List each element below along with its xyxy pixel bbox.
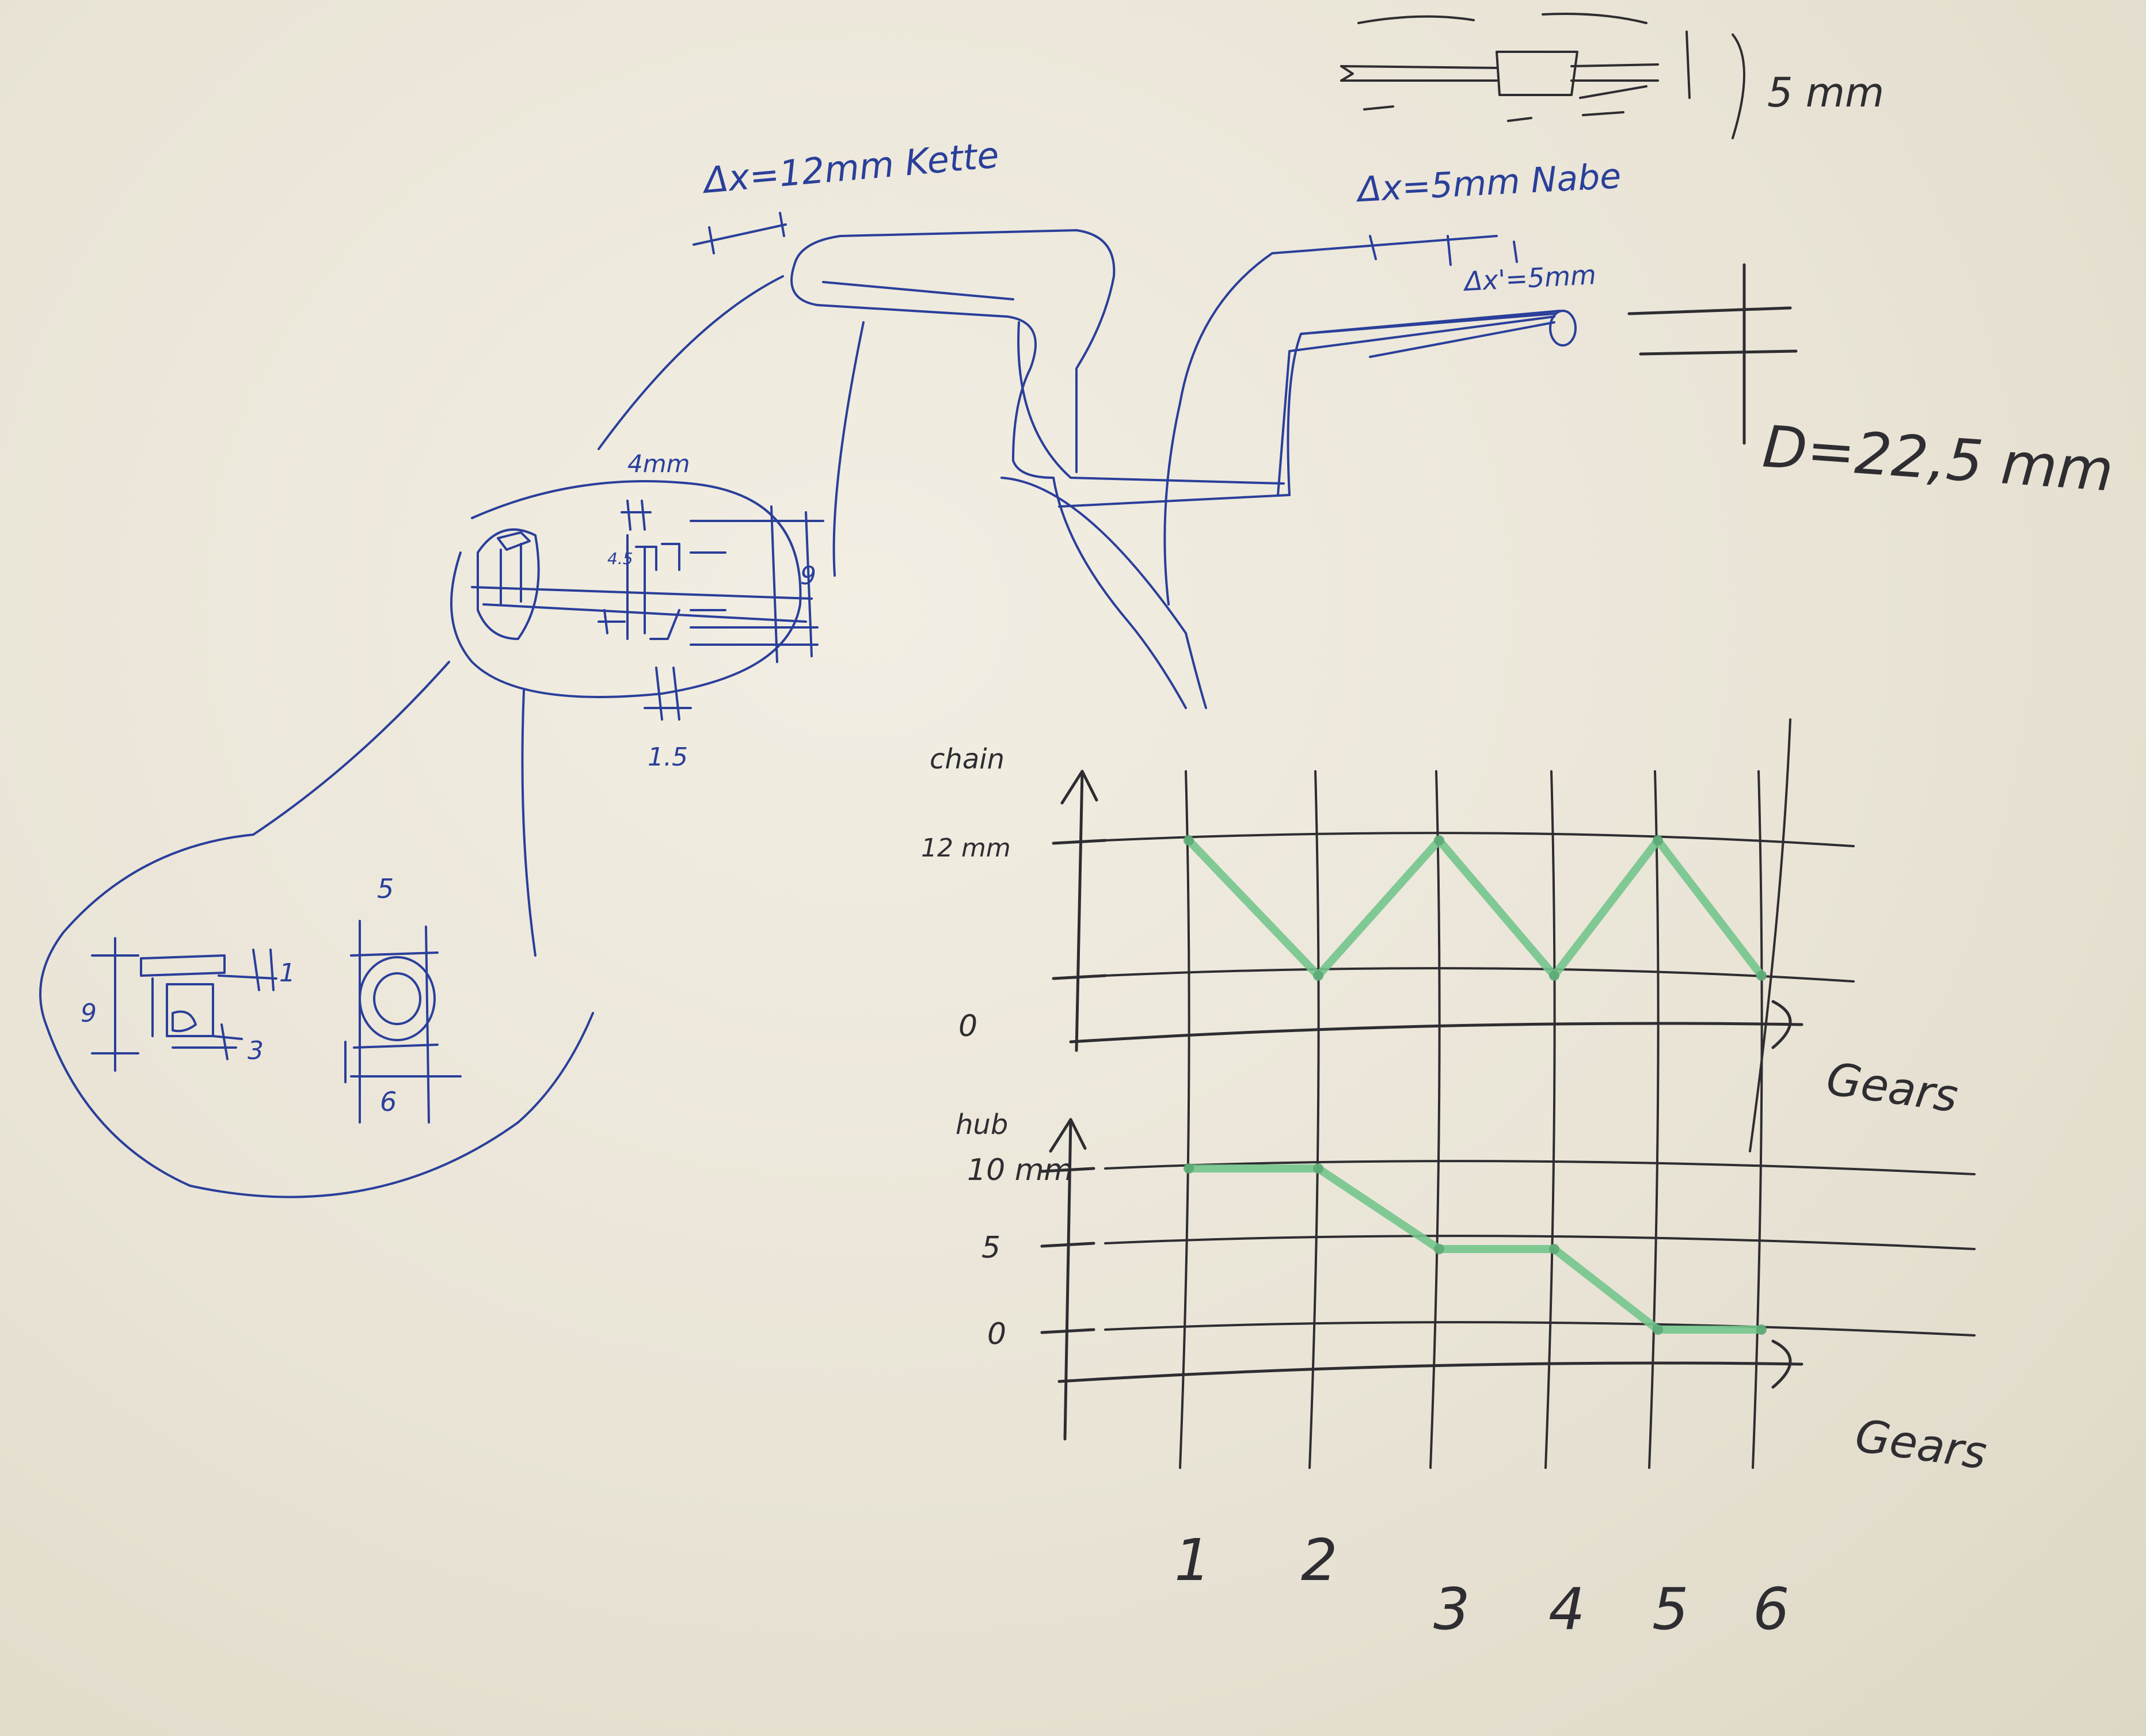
y-axis-arrow bbox=[1049, 1118, 1087, 1153]
y-tick-label: 5 bbox=[981, 1231, 1000, 1265]
gear-label-2: 2 bbox=[1301, 1526, 1338, 1594]
y-tick bbox=[1052, 839, 1107, 845]
gear-grid-line bbox=[1752, 770, 1763, 1469]
series-line-2 bbox=[1185, 1164, 1765, 1334]
gear-label-6: 6 bbox=[1753, 1575, 1790, 1643]
data-point bbox=[1653, 835, 1663, 846]
detail-bottom-label: 1.5 bbox=[648, 743, 688, 772]
data-point bbox=[1756, 1324, 1767, 1335]
y-tick bbox=[1040, 1167, 1095, 1173]
inset-label-top-5: 5 bbox=[377, 873, 394, 904]
y-axis-label: hub bbox=[956, 1109, 1008, 1141]
value-grid-line bbox=[1104, 967, 1855, 983]
value-grid-line bbox=[1104, 1235, 1976, 1250]
detail-top-label: 4mm bbox=[627, 450, 690, 478]
y-axis-label: chain bbox=[930, 743, 1004, 775]
x-axis bbox=[1057, 1361, 1803, 1383]
x-axis-arrow bbox=[1771, 1339, 1792, 1389]
data-point bbox=[1184, 1163, 1194, 1174]
data-point bbox=[1184, 835, 1194, 846]
data-point bbox=[1313, 970, 1323, 981]
gear-label-4: 4 bbox=[1548, 1575, 1585, 1643]
inset-label-bottom-6: 6 bbox=[380, 1086, 397, 1117]
hub-dx-sub-label: Δx'=5mm bbox=[1462, 259, 1597, 297]
y-tick bbox=[1052, 974, 1107, 980]
data-point bbox=[1313, 1163, 1323, 1174]
diameter-mark bbox=[1627, 263, 1798, 445]
inset-label-left-9: 9 bbox=[81, 999, 97, 1028]
chain-dimension-marks bbox=[692, 212, 787, 254]
derailleur-outline bbox=[598, 229, 1577, 709]
x-axis-arrow bbox=[1771, 1000, 1792, 1049]
inset-bubble bbox=[39, 661, 594, 1198]
top-right-note: 5 mm bbox=[1767, 69, 1884, 116]
data-point bbox=[1434, 1244, 1444, 1254]
data-point bbox=[1653, 1324, 1663, 1335]
gear-grid-line bbox=[1179, 770, 1190, 1469]
inset-label-right-3: 3 bbox=[248, 1036, 264, 1065]
x-axis-label: Gears bbox=[1852, 1410, 1989, 1480]
chain-dx-label: Δx=12mm Kette bbox=[700, 134, 1000, 201]
data-point bbox=[1756, 970, 1767, 981]
data-point bbox=[1549, 1244, 1559, 1254]
detail-small-label: 4.5 bbox=[607, 549, 633, 568]
gear-label-5: 5 bbox=[1652, 1575, 1689, 1643]
hub-dx-label: Δx=5mm Nabe bbox=[1354, 156, 1622, 210]
y-tick-label: 0 bbox=[987, 1317, 1006, 1352]
y-axis-arrow bbox=[1060, 770, 1098, 805]
gear-grid-line bbox=[1544, 770, 1556, 1469]
y-tick-label: 12 mm bbox=[921, 833, 1011, 863]
gear-grid-line bbox=[1749, 718, 1791, 1152]
data-point bbox=[1434, 835, 1444, 846]
y-axis bbox=[1075, 770, 1084, 1052]
gear-grid-line bbox=[1429, 770, 1441, 1469]
y-tick-label: 10 mm bbox=[967, 1153, 1073, 1187]
inset-label-right-1: 1 bbox=[279, 958, 295, 988]
gear-label-3: 3 bbox=[1433, 1575, 1470, 1643]
y-axis bbox=[1063, 1118, 1072, 1441]
detail-side-label: 9 bbox=[800, 561, 816, 591]
y-tick bbox=[1040, 1242, 1095, 1248]
value-grid-line bbox=[1104, 1160, 1976, 1175]
diameter-label: D=22,5 mm bbox=[1760, 413, 2115, 504]
detail-bubble bbox=[450, 480, 824, 721]
gear-label-1: 1 bbox=[1174, 1526, 1211, 1594]
value-grid-line bbox=[1104, 832, 1855, 847]
x-axis-label: Gears bbox=[1823, 1053, 1961, 1123]
gear-grid-line bbox=[1308, 770, 1320, 1469]
value-grid-line bbox=[1104, 1321, 1976, 1337]
gear-grid-line bbox=[1648, 770, 1660, 1469]
series-line-1 bbox=[1185, 836, 1765, 980]
x-axis bbox=[1069, 1022, 1803, 1044]
top-right-sketch bbox=[1340, 13, 1745, 139]
data-point bbox=[1549, 970, 1559, 981]
y-tick bbox=[1040, 1328, 1095, 1334]
y-tick-label: 0 bbox=[958, 1009, 977, 1044]
